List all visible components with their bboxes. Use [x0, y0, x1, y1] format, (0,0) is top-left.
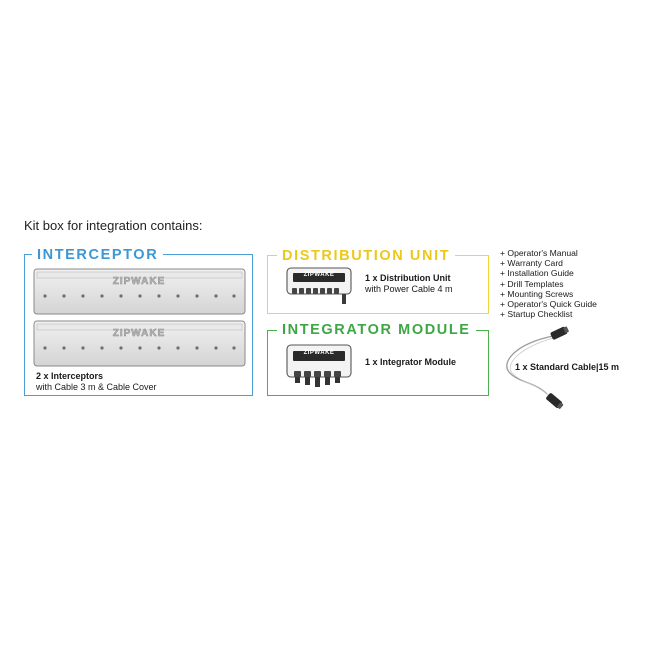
- integrator-title: INTEGRATOR MODULE: [277, 322, 476, 338]
- distribution-caption-normal: with Power Cable 4 m: [365, 284, 453, 294]
- integrator-module-icon: [286, 344, 352, 387]
- interceptor-plate-icon: [33, 268, 246, 315]
- interceptor-title: INTERCEPTOR: [32, 247, 164, 263]
- interceptor-caption: 2 x Interceptors with Cable 3 m & Cable …: [36, 371, 157, 393]
- distribution-title: DISTRIBUTION UNIT: [277, 248, 456, 264]
- list-item: + Installation Guide: [500, 268, 574, 279]
- page-heading: Kit box for integration contains:: [24, 218, 203, 233]
- standard-cable-icon: [506, 326, 569, 409]
- list-item: + Warranty Card: [500, 258, 563, 269]
- list-item: + Operator's Quick Guide: [500, 299, 597, 310]
- interceptor-caption-bold: 2 x Interceptors: [36, 371, 104, 381]
- distribution-unit-logo: ZIPWAKE: [303, 272, 335, 278]
- list-item: + Drill Templates: [500, 278, 564, 289]
- interceptor-plate-icon: [33, 320, 246, 367]
- distribution-caption: 1 x Distribution Unit with Power Cable 4…: [365, 273, 453, 295]
- cable-caption-text: 1 x Standard Cable|15 m: [515, 362, 620, 372]
- distribution-unit-icon: [286, 267, 352, 304]
- distribution-caption-bold: 1 x Distribution Unit: [365, 273, 451, 283]
- list-item: + Mounting Screws: [500, 288, 574, 299]
- list-item: + Startup Checklist: [500, 309, 573, 320]
- integrator-module-logo: ZIPWAKE: [303, 350, 335, 356]
- integrator-caption-bold: 1 x Integrator Module: [365, 357, 457, 367]
- interceptor-logo: ZIPWAKE: [112, 328, 166, 340]
- cable-caption: 1 x Standard Cable|15 m: [513, 362, 622, 373]
- list-item: + Operator's Manual: [500, 248, 578, 258]
- interceptor-logo: ZIPWAKE: [112, 276, 166, 288]
- documents-list: + Operator's Manual + Warranty Card + In…: [500, 248, 597, 319]
- integrator-caption: 1 x Integrator Module: [365, 357, 456, 368]
- interceptor-caption-normal: with Cable 3 m & Cable Cover: [36, 382, 157, 392]
